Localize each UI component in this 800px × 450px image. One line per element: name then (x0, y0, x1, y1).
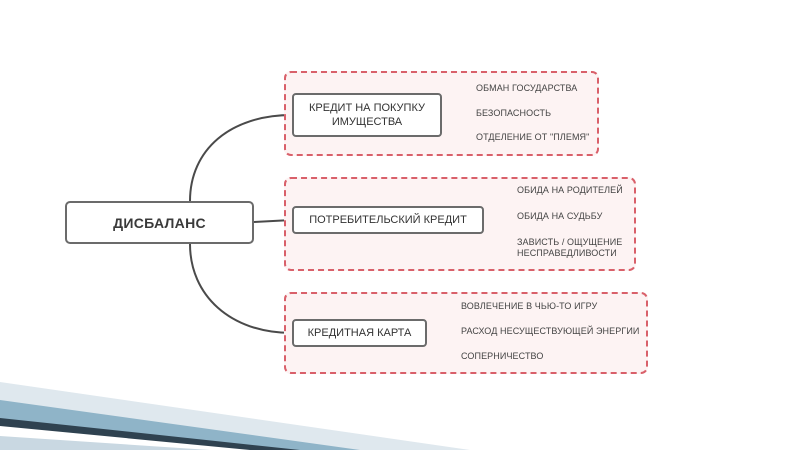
leaf-branch-1-3: ОТДЕЛЕНИЕ ОТ "ПЛЕМЯ" (476, 132, 590, 142)
branch-node-3: КРЕДИТНАЯ КАРТА (292, 319, 427, 347)
leaf-branch-2-3: ЗАВИСТЬ / ОЩУЩЕНИЕ НЕСПРАВЕДЛИВОСТИ (517, 237, 623, 258)
branch-node-2: ПОТРЕБИТЕЛЬСКИЙ КРЕДИТ (292, 206, 484, 234)
leaf-branch-3-2: РАСХОД НЕСУЩЕСТВУЮЩЕЙ ЭНЕРГИИ (461, 326, 640, 336)
root-node: ДИСБАЛАНС (65, 201, 254, 244)
leaf-branch-1-2: БЕЗОПАСНОСТЬ (476, 108, 552, 118)
decorative-corner-wave (0, 382, 470, 450)
wave-stripe-bottom (0, 436, 210, 450)
leaf-branch-3-1: ВОВЛЕЧЕНИЕ В ЧЬЮ-ТО ИГРУ (461, 301, 598, 311)
leaf-branch-3-3: СОПЕРНИЧЕСТВО (461, 351, 544, 361)
leaf-branch-2-2: ОБИДА НА СУДЬБУ (517, 211, 603, 221)
leaf-branch-1-1: ОБМАН ГОСУДАРСТВА (476, 83, 578, 93)
connector-root-to-branch-3 (189, 243, 293, 334)
connector-root-to-branch-1 (189, 114, 293, 202)
branch-node-1: КРЕДИТ НА ПОКУПКУ ИМУЩЕСТВА (292, 93, 442, 137)
leaf-branch-2-1: ОБИДА НА РОДИТЕЛЕЙ (517, 185, 623, 195)
